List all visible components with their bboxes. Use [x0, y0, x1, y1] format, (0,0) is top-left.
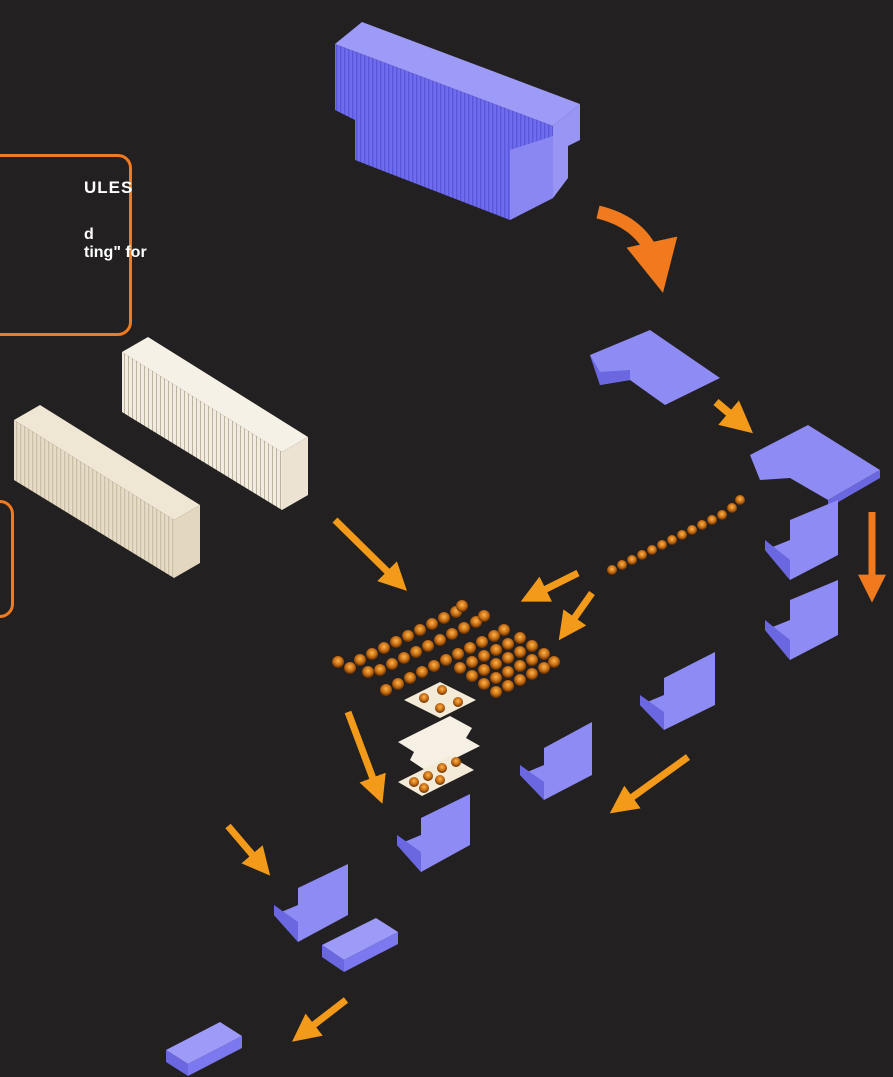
arrow-strip-left	[532, 573, 578, 596]
copper-single-cups	[332, 656, 356, 674]
module-cell-3	[640, 652, 715, 730]
module-cell-1	[765, 500, 838, 580]
module-slice-plate-2	[750, 425, 880, 508]
arrow-cells-left	[620, 757, 688, 806]
module-brick-1	[322, 918, 398, 972]
stacked-module-block	[335, 22, 580, 220]
module-brick-2	[166, 1022, 242, 1076]
module-slice-plate-1	[590, 330, 720, 405]
arrow-cups-down	[348, 712, 378, 792]
arrow-strip-down	[566, 593, 592, 630]
arrow-plate-to-plate	[716, 402, 742, 424]
copper-cup-strip-top	[607, 495, 745, 575]
copper-cup-grid	[454, 632, 560, 698]
module-cell-2	[765, 580, 838, 660]
arrow-bottom-left	[302, 1000, 346, 1034]
arrow-left-down	[228, 826, 262, 866]
busbar-plate-top	[404, 682, 476, 718]
arrow-spacer-to-cups	[335, 520, 398, 582]
module-cell-6	[274, 864, 348, 942]
module-cell-5	[397, 794, 470, 872]
module-cell-4	[520, 722, 592, 800]
arrow-curved	[598, 212, 658, 270]
